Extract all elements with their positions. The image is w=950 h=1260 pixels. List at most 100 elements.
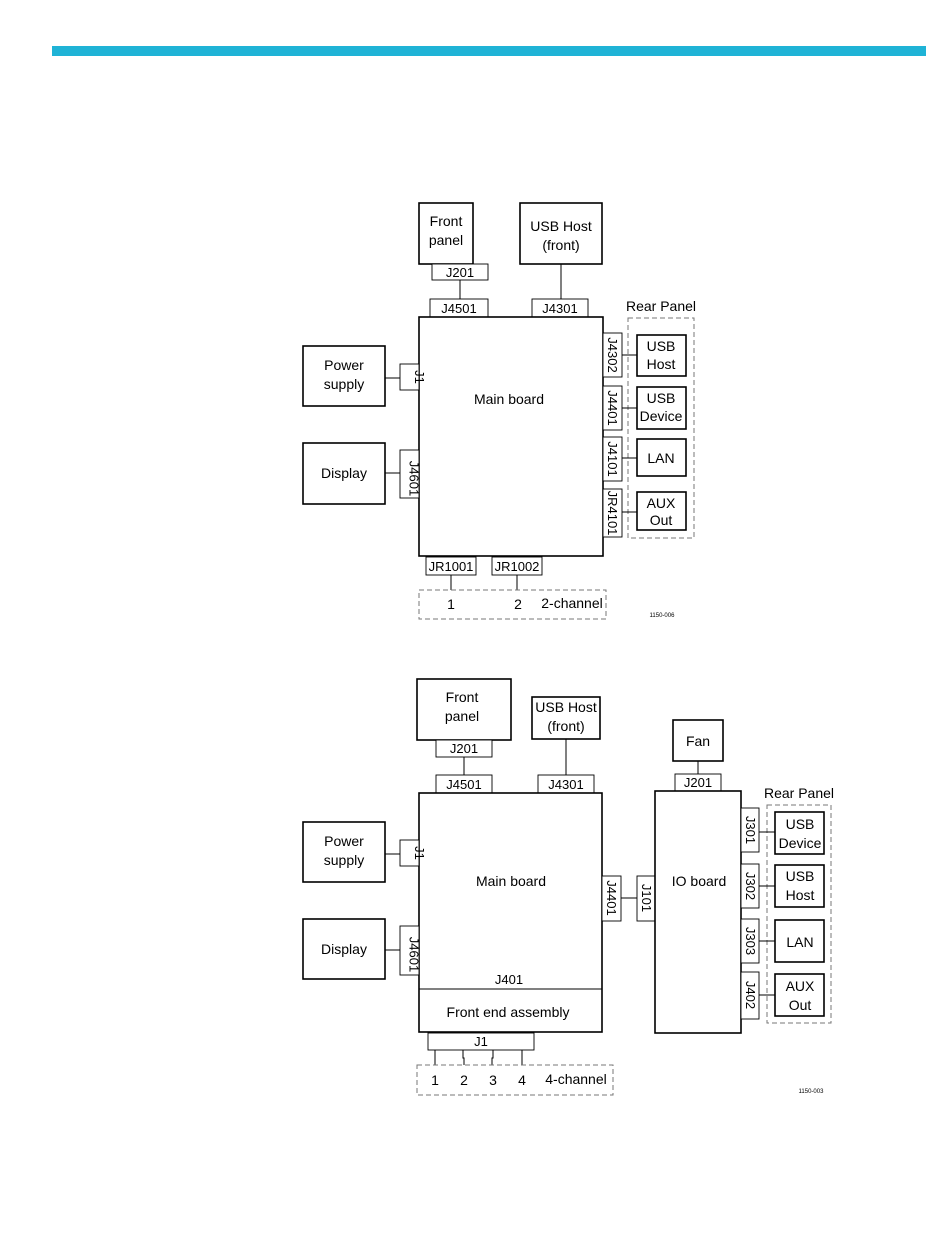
power-supply-box [302, 821, 386, 883]
rp-aux-out-label-2: Out [650, 512, 673, 528]
j1-label: J1 [412, 370, 427, 384]
channel-1-label: 1 [447, 596, 455, 612]
display-box [302, 442, 386, 505]
io-board-box [654, 790, 742, 1034]
j4302-label: J4302 [605, 337, 620, 372]
channel-count-label: 2-channel [541, 595, 603, 611]
fe-j1-label: J1 [474, 1034, 488, 1049]
front-panel-label-2: panel [429, 232, 463, 248]
header-accent-bar [52, 46, 926, 56]
rp-usb-host-box [774, 864, 825, 908]
power-supply-label-1: Power [324, 833, 364, 849]
power-supply-label-2: supply [324, 376, 364, 392]
rp-lan-box [636, 438, 687, 477]
j401-label: J401 [495, 972, 523, 987]
display-label: Display [321, 941, 367, 957]
j101-label: J101 [639, 884, 654, 912]
figure-id: 1150-003 [799, 1089, 825, 1095]
usb-host-front-label-1: USB Host [530, 218, 592, 234]
rp-usb-host-label-2: Host [786, 887, 815, 903]
main-board-box [418, 316, 604, 557]
front-panel-label-2: panel [445, 708, 479, 724]
fan-connector-label: J201 [684, 775, 712, 790]
rear-panel-label: Rear Panel [764, 785, 834, 801]
diagram-2-channel: Front panel J201 USB Host (front) J4501 … [302, 202, 696, 620]
front-panel-connector-label: J201 [446, 265, 474, 280]
j4401-label: J4401 [605, 390, 620, 425]
j1-connector [399, 363, 420, 391]
rear-panel-group [766, 804, 832, 1024]
front-end-assembly-label: Front end assembly [447, 1004, 570, 1020]
j301-connector [740, 807, 760, 853]
channel-2-label: 2 [514, 596, 522, 612]
display-label: Display [321, 465, 367, 481]
channel-count-label: 4-channel [545, 1071, 607, 1087]
rear-panel-label: Rear Panel [626, 298, 696, 314]
rp-usb-device-label-2: Device [640, 408, 683, 424]
usb-host-front-label-2: (front) [547, 718, 584, 734]
j301-label: J301 [743, 816, 758, 844]
j4101-label: J4101 [605, 441, 620, 476]
usb-host-front-label-1: USB Host [535, 699, 597, 715]
j4601-label: J4601 [407, 461, 422, 496]
rp-aux-out-label-1: AUX [647, 495, 676, 511]
mb-j4301-label: J4301 [548, 777, 583, 792]
channel-inputs-group [418, 589, 607, 620]
rp-lan-label: LAN [647, 450, 674, 466]
usb-host-front-label-2: (front) [542, 237, 579, 253]
j402-label: J402 [743, 981, 758, 1009]
diagram-4-channel: Front panel J201 USB Host (front) J4501 … [302, 678, 834, 1096]
rp-usb-host-label-1: USB [647, 338, 676, 354]
channel-1-label: 1 [431, 1072, 439, 1088]
channel-wires [434, 1050, 523, 1065]
rp-usb-device-label-2: Device [779, 835, 822, 851]
rp-usb-host-label-1: USB [786, 868, 815, 884]
main-board-label: Main board [474, 391, 544, 407]
rp-lan-label: LAN [786, 934, 813, 950]
channel-2-label: 2 [460, 1072, 468, 1088]
io-board-label: IO board [672, 873, 726, 889]
j4601-label: J4601 [407, 937, 422, 972]
j1-connector [399, 839, 420, 867]
rp-usb-device-label-1: USB [786, 816, 815, 832]
rp-usb-device-box [774, 811, 825, 855]
front-panel-label-1: Front [446, 689, 479, 705]
j302-label: J302 [743, 872, 758, 900]
rp-aux-out-box [636, 491, 687, 531]
rp-usb-host-box [636, 334, 687, 377]
power-supply-label-1: Power [324, 357, 364, 373]
main-board-box [418, 792, 603, 1033]
figure-id: 1150-006 [650, 613, 676, 619]
rp-usb-device-label-1: USB [647, 390, 676, 406]
mb-j4501-label: J4501 [441, 301, 476, 316]
rp-usb-host-label-2: Host [647, 356, 676, 372]
power-supply-label-2: supply [324, 852, 364, 868]
mb-j4301-label: J4301 [542, 301, 577, 316]
channel-3-label: 3 [489, 1072, 497, 1088]
jr1001-label: JR1001 [429, 559, 474, 574]
fe-j1-connector [427, 1032, 535, 1051]
jr4101-label: JR4101 [605, 491, 620, 536]
fan-box [672, 719, 724, 762]
rp-aux-out-label-1: AUX [786, 978, 815, 994]
front-panel-connector-label: J201 [450, 741, 478, 756]
channel-inputs-group [416, 1064, 614, 1096]
j4601-connector [399, 925, 420, 976]
power-supply-box [302, 345, 386, 407]
j4601-connector [399, 449, 420, 499]
j4401-label: J4401 [604, 880, 619, 915]
jr1002-label: JR1002 [495, 559, 540, 574]
front-panel-label-1: Front [430, 213, 463, 229]
channel-4-label: 4 [518, 1072, 526, 1088]
rp-lan-box [774, 919, 825, 963]
mb-j4501-label: J4501 [446, 777, 481, 792]
j1-label: J1 [412, 846, 427, 860]
rear-panel-group [627, 317, 695, 539]
display-box [302, 918, 386, 980]
rp-usb-device-box [636, 386, 687, 430]
j303-label: J303 [743, 927, 758, 955]
rp-aux-out-label-2: Out [789, 997, 812, 1013]
main-board-label: Main board [476, 873, 546, 889]
jr4101-connector [602, 488, 623, 538]
